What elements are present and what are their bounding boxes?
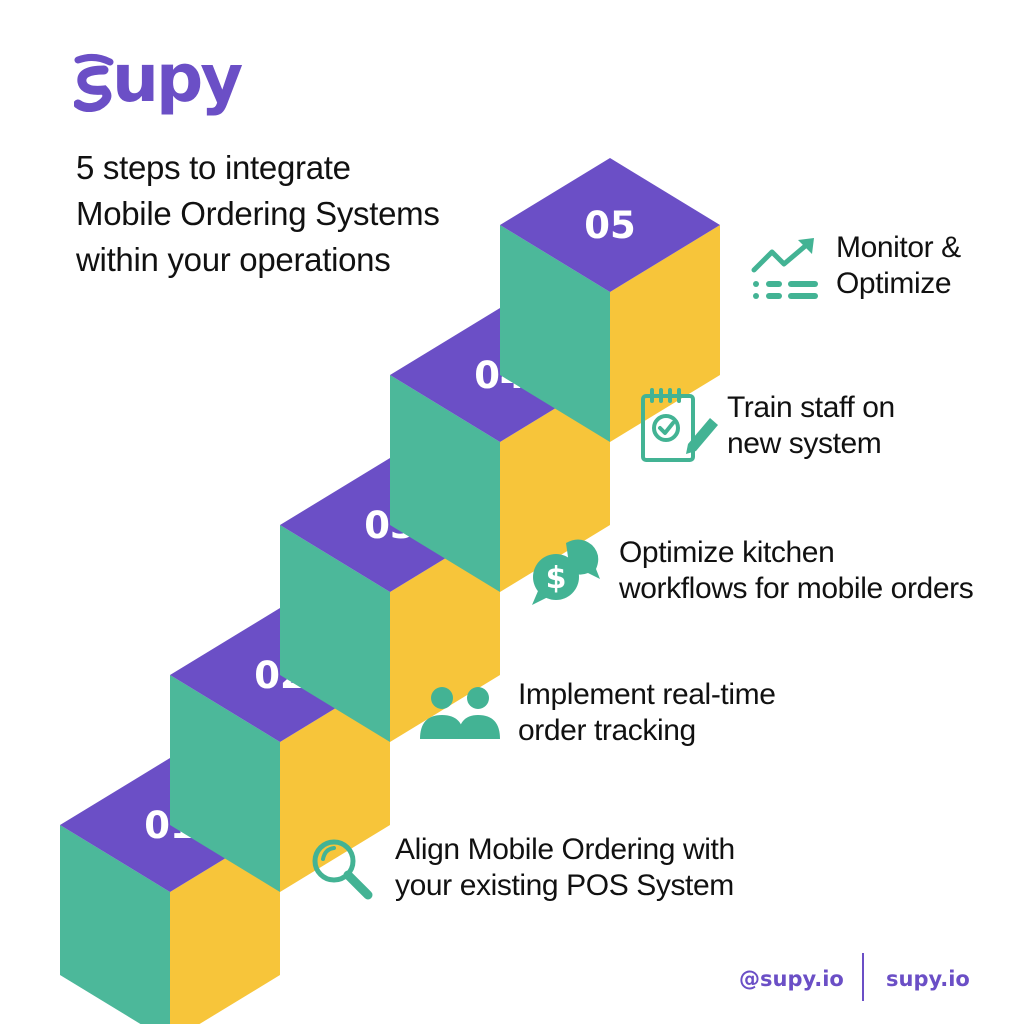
step-3-label-line-1: Optimize kitchen xyxy=(619,536,835,569)
step-2-label-line-1: Implement real-time xyxy=(518,678,776,711)
step-1-label: Align Mobile Ordering with your existing… xyxy=(395,832,735,904)
step-cube-05: 05 xyxy=(500,158,720,442)
cube-left-face xyxy=(60,825,170,1024)
cube-left-face xyxy=(280,525,390,742)
website-link[interactable]: supy.io xyxy=(886,967,970,991)
title-line-3: within your operations xyxy=(76,241,391,278)
footer-handle[interactable]: @supy.io xyxy=(739,958,844,1000)
checklist-pencil-icon xyxy=(641,388,718,462)
step-5-label-line-2: Optimize xyxy=(836,267,952,300)
step-4-label-line-2: new system xyxy=(727,427,882,460)
cube-right-face xyxy=(280,675,390,892)
step-5-label: Monitor & Optimize xyxy=(836,230,961,302)
step-number-05: 05 xyxy=(584,204,636,247)
svg-text:$: $ xyxy=(546,561,567,596)
cube-top-face xyxy=(500,158,720,292)
step-5-label-line-1: Monitor & xyxy=(836,231,961,264)
chat-dollar-icon: $ xyxy=(532,539,600,605)
step-3-label-line-2: workflows for mobile orders xyxy=(619,572,974,605)
cube-left-face xyxy=(390,375,500,592)
cube-left-face xyxy=(170,675,280,892)
title-line-2: Mobile Ordering Systems xyxy=(76,195,440,232)
step-2-label-line-2: order tracking xyxy=(518,714,696,747)
step-1-label-line-2: your existing POS System xyxy=(395,869,734,902)
logo-wordmark: upy xyxy=(112,40,243,117)
step-2-label: Implement real-time order tracking xyxy=(518,677,776,749)
title-line-1: 5 steps to integrate xyxy=(76,149,351,186)
magnifier-icon xyxy=(312,839,373,900)
cube-right-face xyxy=(390,525,500,742)
page-title: 5 steps to integrate Mobile Ordering Sys… xyxy=(76,145,440,283)
cube-right-face xyxy=(500,375,610,592)
step-3-label: Optimize kitchen workflows for mobile or… xyxy=(619,535,974,607)
footer-divider xyxy=(862,953,864,1001)
footer-website[interactable]: supy.io xyxy=(886,958,970,1000)
cube-left-face xyxy=(500,225,610,442)
instagram-handle[interactable]: @supy.io xyxy=(739,967,844,991)
people-icon xyxy=(420,687,500,739)
step-4-label-line-1: Train staff on xyxy=(727,391,895,424)
supy-logo-s-mark xyxy=(74,53,114,112)
step-1-label-line-1: Align Mobile Ordering with xyxy=(395,833,735,866)
cube-right-face xyxy=(610,225,720,442)
growth-chart-icon xyxy=(751,238,818,299)
step-4-label: Train staff on new system xyxy=(727,390,895,462)
supy-logo: upy xyxy=(74,40,243,117)
